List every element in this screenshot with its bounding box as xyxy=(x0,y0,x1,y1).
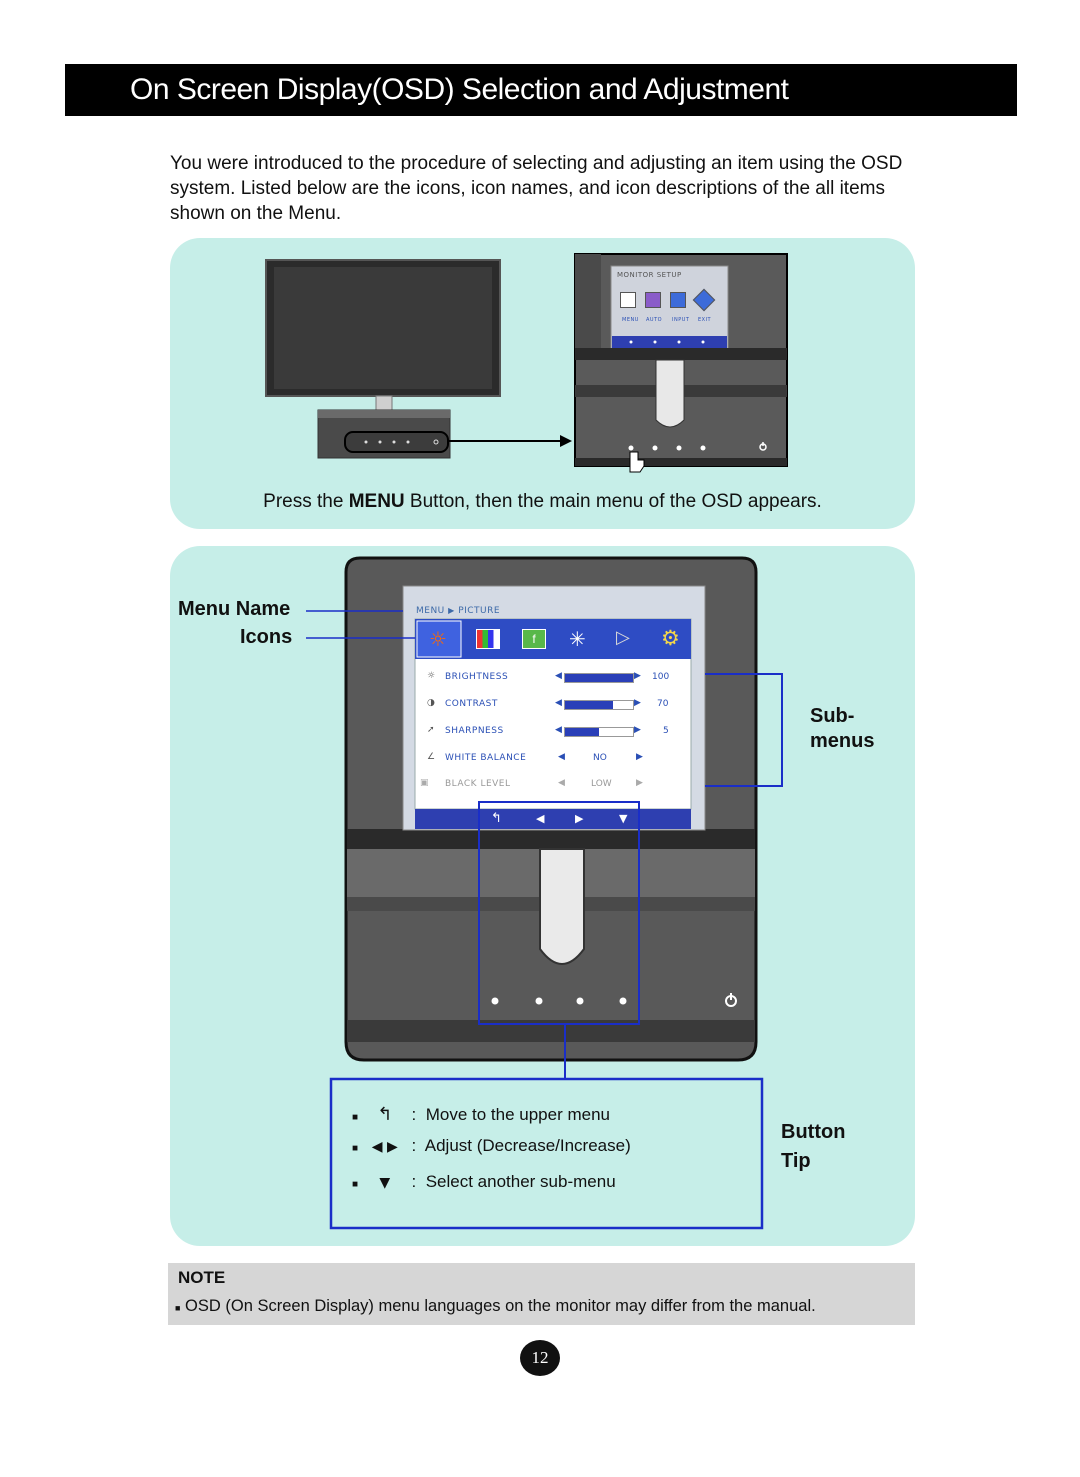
arrow-right-icon: ▶ xyxy=(634,671,642,681)
submenu-value: LOW xyxy=(591,779,612,789)
setup-item-exit: EXIT xyxy=(698,317,712,323)
note-box xyxy=(168,1263,915,1325)
setup-icon[interactable]: ✳ xyxy=(569,627,586,651)
tip-row-upper: ■ ↰ : Move to the upper menu xyxy=(352,1104,610,1125)
arrow-right-icon: ▶ xyxy=(634,725,642,735)
submenu-row[interactable]: ∠ WHITE BALANCE ◀ NO ▶ xyxy=(425,751,685,767)
tip-text: Move to the upper menu xyxy=(425,1105,610,1124)
menus-label: menus xyxy=(810,730,875,752)
tracking-icon[interactable]: f xyxy=(522,629,546,649)
arrow-left-icon: ◀ xyxy=(555,671,563,681)
caption-menu-bold: MENU xyxy=(348,491,405,512)
left-arrow-icon[interactable]: ◀ xyxy=(536,812,545,825)
sharpness-bar-fill xyxy=(565,728,599,736)
submenu-label: CONTRAST xyxy=(445,699,498,709)
press-menu-caption: Press the MENU Button, then the main men… xyxy=(170,491,915,513)
picture-icon[interactable]: ☼ xyxy=(429,627,447,651)
white-balance-icon: ∠ xyxy=(427,752,436,762)
osd-breadcrumb: MENU ▶ PICTURE xyxy=(416,606,500,616)
speaker-icon[interactable]: ▷ xyxy=(616,627,630,648)
submenu-label: BRIGHTNESS xyxy=(445,672,509,682)
submenu-value: NO xyxy=(593,753,607,763)
title-bar: On Screen Display(OSD) Selection and Adj… xyxy=(65,64,1017,116)
submenu-row[interactable]: ◑ CONTRAST ◀ ▶ 70 xyxy=(425,697,685,713)
brightness-icon: ☼ xyxy=(427,671,436,681)
monitor-setup-icons xyxy=(620,288,720,312)
left-right-arrows-icon: ◀ ▶ xyxy=(371,1139,398,1155)
bullet-icon: ■ xyxy=(352,1143,359,1154)
menu-icon xyxy=(620,292,636,308)
sub-label: Sub- xyxy=(810,705,855,727)
arrow-right-icon: ▶ xyxy=(634,698,642,708)
note-text: ■ OSD (On Screen Display) menu languages… xyxy=(175,1297,816,1316)
submenu-value: 5 xyxy=(663,726,669,736)
submenu-row[interactable]: ➚ SHARPNESS ◀ ▶ 5 xyxy=(425,724,685,740)
caption-text-before: Press the xyxy=(263,491,349,512)
sharpness-icon: ➚ xyxy=(427,725,436,735)
tip-row-adjust: ■ ◀ ▶ : Adjust (Decrease/Increase) xyxy=(352,1136,631,1156)
breadcrumb-menu: MENU xyxy=(416,606,445,616)
arrow-left-icon: ◀ xyxy=(558,778,566,788)
arrow-right-icon: ▶ xyxy=(636,752,644,762)
arrow-left-icon: ◀ xyxy=(555,725,563,735)
submenu-label: BLACK LEVEL xyxy=(445,779,511,789)
note-label: NOTE xyxy=(178,1268,226,1287)
bullet-icon: ■ xyxy=(352,1112,359,1123)
breadcrumb-page: PICTURE xyxy=(458,606,501,616)
brightness-bar xyxy=(564,673,634,683)
page-title: On Screen Display(OSD) Selection and Adj… xyxy=(130,73,789,106)
submenu-label: WHITE BALANCE xyxy=(445,753,527,763)
breadcrumb-separator-icon: ▶ xyxy=(448,606,455,615)
monitor-setup-title: MONITOR SETUP xyxy=(617,271,682,279)
button-label: Button xyxy=(781,1121,846,1143)
gear-icon[interactable]: ⚙ xyxy=(661,626,680,650)
right-arrow-icon[interactable]: ▶ xyxy=(575,812,584,825)
tip-text: Select another sub-menu xyxy=(425,1172,616,1191)
contrast-bar xyxy=(564,700,634,710)
submenu-value: 100 xyxy=(652,672,670,682)
tip-text: Adjust (Decrease/Increase) xyxy=(424,1136,631,1155)
intro-paragraph: You were introduced to the procedure of … xyxy=(170,153,903,224)
icons-label: Icons xyxy=(240,626,293,648)
arrow-right-icon: ▶ xyxy=(636,778,644,788)
menu-name-label: Menu Name xyxy=(178,598,291,620)
bullet-icon: ■ xyxy=(175,1303,181,1313)
tip-colon: : xyxy=(411,1172,421,1191)
brightness-bar-fill xyxy=(565,674,633,682)
color-icon[interactable] xyxy=(476,629,500,649)
tip-colon: : xyxy=(411,1105,421,1124)
contrast-bar-fill xyxy=(565,701,613,709)
input-icon xyxy=(670,292,686,308)
osd-button-bar: ↰ ◀ ▶ ▼ xyxy=(415,809,691,829)
arrow-left-icon: ◀ xyxy=(558,752,566,762)
tip-label: Tip xyxy=(781,1150,811,1172)
page-number: 12 xyxy=(520,1340,560,1376)
note-text-body: OSD (On Screen Display) menu languages o… xyxy=(185,1297,816,1315)
upper-menu-icon[interactable]: ↰ xyxy=(491,811,502,826)
tip-row-select: ■ ▼ : Select another sub-menu xyxy=(352,1172,616,1192)
submenu-label: SHARPNESS xyxy=(445,726,504,736)
auto-icon xyxy=(645,292,661,308)
osd-icon-bar: ☼ f ✳ ▷ ⚙ xyxy=(417,621,691,657)
upper-menu-icon: ↰ xyxy=(377,1104,393,1125)
monitor-setup-labels: MENU AUTO INPUT EXIT xyxy=(618,317,728,327)
down-arrow-icon: ▼ xyxy=(379,1175,391,1191)
contrast-icon: ◑ xyxy=(427,698,436,708)
submenu-value: 70 xyxy=(657,699,669,709)
submenu-row[interactable]: ☼ BRIGHTNESS ◀ ▶ 100 xyxy=(425,670,685,686)
caption-text-after: Button, then the main menu of the OSD ap… xyxy=(404,491,822,512)
bullet-icon: ■ xyxy=(352,1179,359,1190)
setup-item-auto: AUTO xyxy=(646,317,663,323)
arrow-left-icon: ◀ xyxy=(555,698,563,708)
setup-item-input: INPUT xyxy=(672,317,690,323)
submenu-row-disabled: ▣ BLACK LEVEL ◀ LOW ▶ xyxy=(420,777,685,793)
down-arrow-icon[interactable]: ▼ xyxy=(619,812,628,825)
tip-colon: : xyxy=(411,1136,421,1155)
setup-item-menu: MENU xyxy=(622,317,639,323)
sharpness-bar xyxy=(564,727,634,737)
osd-submenu-list: ☼ BRIGHTNESS ◀ ▶ 100 ◑ CONTRAST ◀ ▶ 70 ➚… xyxy=(420,670,685,800)
black-level-icon: ▣ xyxy=(420,778,430,788)
